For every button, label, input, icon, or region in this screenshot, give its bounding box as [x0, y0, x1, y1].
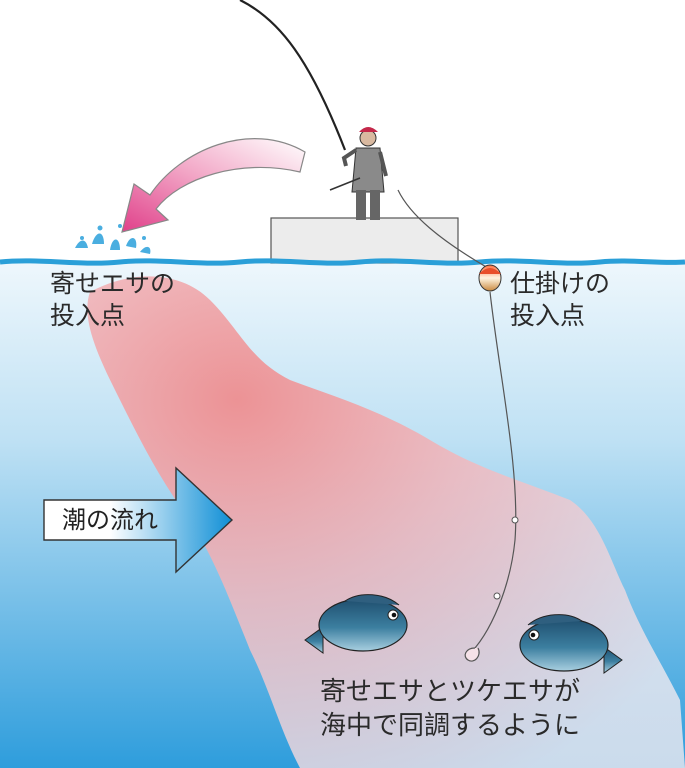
- sync-note-label: 寄せエサとツケエサが 海中で同調するように: [320, 675, 580, 743]
- chum-drop-label-line2: 投入点: [50, 301, 126, 330]
- sync-note-line1: 寄せエサとツケエサが: [320, 677, 581, 707]
- current-arrow: [43, 466, 234, 574]
- rig-drop-label: 仕掛けの 投入点: [510, 268, 610, 332]
- tidal-current-label: 潮の流れ: [62, 506, 158, 534]
- sync-note-line2: 海中で同調するように: [320, 711, 581, 741]
- fishing-rod: [239, 0, 347, 151]
- fishing-line: [397, 189, 489, 269]
- boat: [270, 217, 459, 264]
- line-bead-2: [493, 592, 501, 600]
- line-bead-1: [511, 516, 519, 524]
- hook-icon: [464, 647, 480, 662]
- splash-icon: [75, 224, 151, 254]
- chum-drop-label: 寄せエサの 投入点: [50, 268, 175, 332]
- float-icon: [478, 264, 502, 292]
- water-surface: [0, 258, 685, 266]
- rig-drop-label-line2: 投入点: [510, 301, 586, 330]
- fish-icon: [519, 614, 623, 674]
- fish-icon: [304, 594, 408, 654]
- rig-drop-label-line1: 仕掛けの: [510, 269, 611, 298]
- angler-icon: [329, 127, 388, 220]
- cast-arrow: [121, 138, 306, 233]
- chum-drop-label-line1: 寄せエサの: [50, 269, 176, 298]
